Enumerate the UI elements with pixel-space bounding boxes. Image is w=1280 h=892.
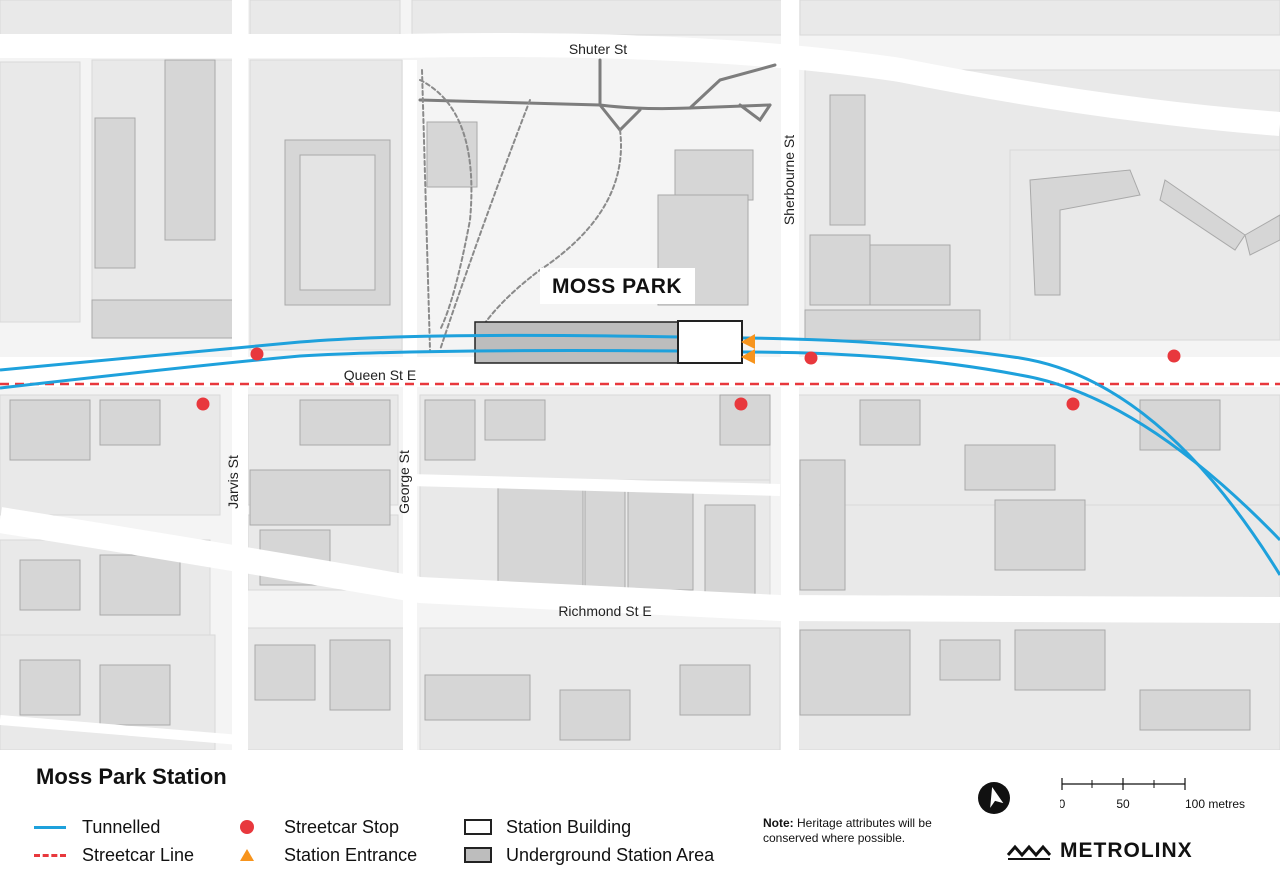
street-label-richmond: Richmond St E [558, 603, 651, 619]
streetcar-stop-marker [734, 397, 748, 411]
station-building [677, 320, 743, 364]
brand-name: METROLINX [1060, 839, 1193, 862]
legend-label: Station Building [506, 816, 632, 837]
scale-bar: 0 50 100 metres [1060, 778, 1245, 811]
legend-panel: Moss Park Station Tunnelled Streetcar Li… [0, 750, 1280, 892]
tunnelled-line-icon [34, 817, 74, 837]
map: MOSS PARK Shuter St Sherbourne St Queen … [0, 0, 1280, 750]
legend-label: Station Entrance [284, 844, 418, 865]
legend-title: Moss Park Station [36, 764, 227, 789]
station-entrance-icon [236, 845, 276, 865]
streetcar-stops [196, 347, 1181, 411]
scale-tick-label: 50 [1116, 797, 1130, 811]
underground-station-area [474, 321, 679, 364]
heritage-note: Note: Heritage attributes will be conser… [763, 816, 973, 846]
station-entrance-marker [741, 334, 755, 349]
legend-label: Streetcar Stop [284, 816, 400, 837]
streetcar-stop-marker [196, 397, 210, 411]
streetcar-stop-marker [804, 351, 818, 365]
note-label: Note: [763, 816, 794, 830]
streetcar-stop-marker [1066, 397, 1080, 411]
streets [0, 0, 1280, 750]
metrolinx-brand: METROLINX [1006, 838, 1193, 864]
streetcar-stop-marker [250, 347, 264, 361]
metrolinx-logo-icon [1006, 844, 1052, 860]
station-building-icon [464, 817, 498, 837]
street-label-sherbourne: Sherbourne St [781, 135, 797, 225]
scale-tick-label: 0 [1060, 797, 1066, 811]
legend-item-station-entrance: Station Entrance [236, 843, 417, 867]
streetcar-stop-marker [1167, 349, 1181, 363]
north-arrow-icon [978, 782, 1010, 814]
buildings [9, 59, 1280, 741]
station-entrance-marker [741, 349, 755, 364]
park-paths [418, 58, 777, 351]
legend-label: Streetcar Line [82, 844, 195, 865]
underground-area-icon [464, 845, 498, 865]
note-text: Heritage attributes will be conserved wh… [763, 816, 932, 845]
street-label-george: George St [396, 450, 412, 514]
legend-item-station-building: Station Building [464, 815, 631, 839]
station-title-background [540, 268, 695, 304]
street-label-queen: Queen St E [344, 367, 416, 383]
scale-tick-label: 100 metres [1185, 797, 1245, 811]
street-label-jarvis: Jarvis St [225, 455, 241, 509]
legend-item-tunnelled: Tunnelled [34, 815, 160, 839]
legend-item-underground-area: Underground Station Area [464, 843, 714, 867]
streetcar-line-icon [34, 845, 74, 865]
station-title: MOSS PARK [552, 275, 682, 298]
street-label-shuter: Shuter St [569, 41, 627, 57]
streetcar-stop-icon [236, 817, 276, 837]
legend-item-streetcar-stop: Streetcar Stop [236, 815, 399, 839]
legend-label: Tunnelled [82, 816, 161, 837]
legend-item-streetcar-line: Streetcar Line [34, 843, 194, 867]
legend-label: Underground Station Area [506, 844, 715, 865]
